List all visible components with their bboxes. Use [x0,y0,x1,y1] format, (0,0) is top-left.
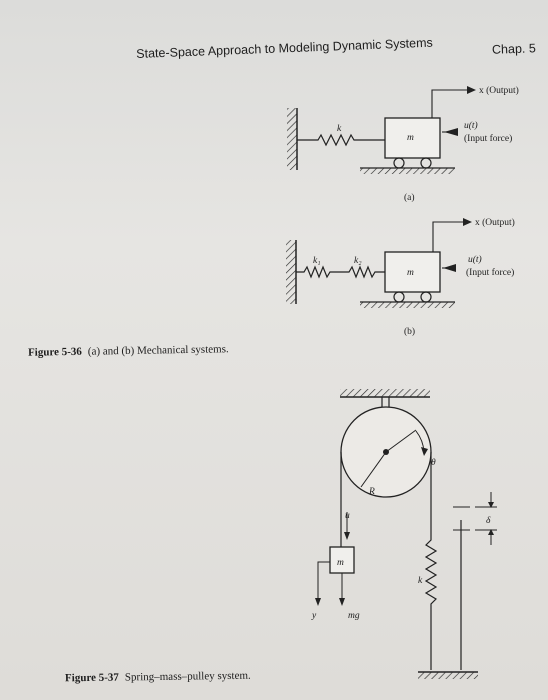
pulley-angle-line [385,429,417,453]
delta-arrowhead-bottom [488,529,494,535]
wheel-a1 [393,157,405,169]
radius-label: R [368,487,375,497]
mg-arrowhead [339,598,345,606]
pulley-spring [424,530,438,670]
wheel-b1 [393,291,405,303]
wall-b [286,240,296,304]
figure-5-37-diagram [315,389,497,679]
spring2-label-b: k₂ [354,256,362,266]
ceiling-hatch [340,389,430,397]
output-label-a: x (Output) [479,85,519,96]
figure-5-36a-label: (a) [404,192,415,203]
wheel-a2 [420,157,432,169]
u-arrowhead [344,532,350,540]
theta-arrowhead [421,447,428,456]
mass-block-a [384,117,441,159]
y-label: y [311,611,317,621]
output-label-b: x (Output) [475,217,515,228]
wall-a [287,108,297,170]
output-arrowhead-b [463,218,472,226]
input-arrowhead-a [444,128,458,136]
input-arrowhead-b [443,264,456,272]
spring-a [297,133,385,147]
mass-label-b: m [407,268,414,278]
input-symbol-b: u(t) [468,254,482,265]
input-label-a: (Input force) [464,133,512,144]
spring-b2 [341,265,385,279]
spring-label-a: k [337,124,342,134]
mass-label-a: m [407,133,414,143]
figure-5-37-caption-text: Spring–mass–pulley system. [124,669,251,684]
delta-label: δ [486,516,491,526]
pulley-radius-line [360,451,387,488]
delta-arrowhead-top [488,502,494,508]
ground-b-hatch [360,302,455,308]
output-arrow-line-a [431,89,468,118]
output-arrow-line-b [432,221,464,252]
u-label: u [345,511,350,521]
figure-5-36a-diagram [287,86,476,174]
weight-label: mg [348,611,360,621]
figure-5-36b-diagram [286,218,472,308]
hanging-mass [329,546,355,574]
output-arrowhead-a [467,86,476,94]
y-axis-line [317,561,330,600]
ground-a-hatch [360,168,455,174]
y-arrowhead [315,598,321,606]
spring1-label-b: k₁ [313,256,321,266]
input-label-b: (Input force) [466,267,514,278]
figure-5-36-number: Figure 5-36 [27,345,82,359]
figure-5-36-caption-text: (a) and (b) Mechanical systems. [87,343,229,358]
mass-label-pulley: m [337,558,344,568]
mass-block-b [384,251,441,293]
figure-5-36b-label: (b) [404,326,415,337]
spring-label-pulley: k [418,576,423,586]
wheel-b2 [420,291,432,303]
spring-b1 [296,265,341,279]
input-symbol-a: u(t) [464,120,478,131]
figure-5-37-number: Figure 5-37 [64,671,119,685]
floor-hatch [418,672,478,679]
theta-label: θ [431,458,436,468]
